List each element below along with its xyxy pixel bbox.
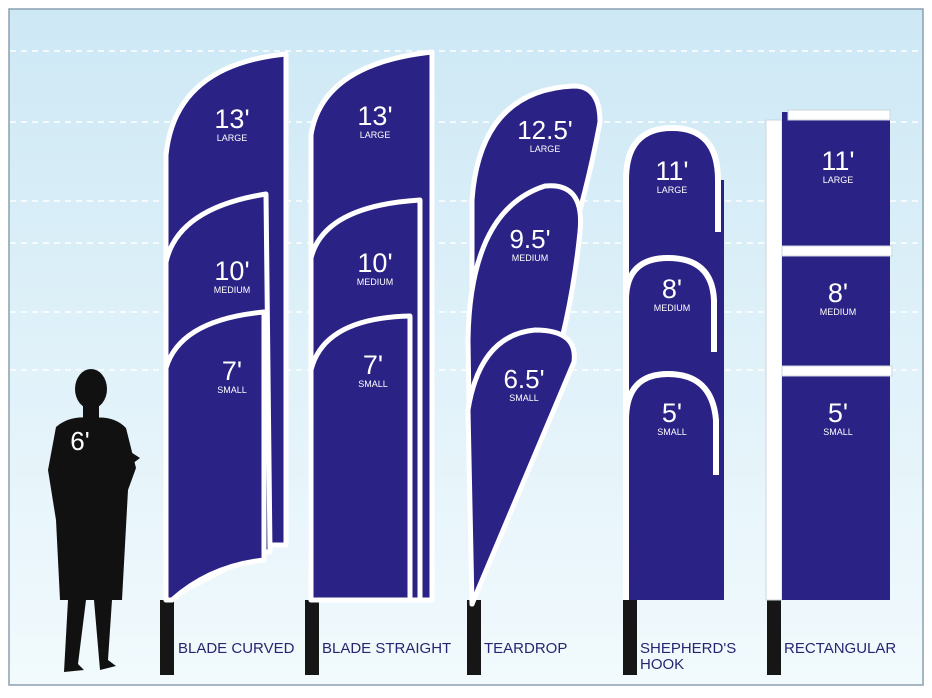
rectangular-pole-sleeve bbox=[765, 119, 783, 601]
person-silhouette bbox=[48, 369, 140, 672]
pole-teardrop bbox=[467, 600, 481, 675]
shepherds-hook-medium bbox=[623, 254, 717, 600]
shepherds-hook-medium-size: 8' bbox=[662, 274, 682, 304]
rectangular-top-bar-large bbox=[787, 109, 891, 121]
teardrop-flags bbox=[465, 83, 603, 607]
teardrop-medium-size: 9.5' bbox=[509, 224, 550, 254]
rectangular-flag-body bbox=[782, 112, 890, 600]
rectangular-flags bbox=[765, 109, 893, 601]
pole-blade-curved bbox=[160, 600, 174, 675]
shepherds-hook-small-word: SMALL bbox=[657, 427, 687, 437]
pole-blade-straight bbox=[305, 600, 319, 675]
pole-rectangular bbox=[767, 600, 781, 675]
shepherds-hook-large-word: LARGE bbox=[657, 185, 688, 195]
shepherds-hook-small bbox=[623, 370, 719, 600]
label-shepherds-hook-line2: HOOK bbox=[640, 656, 685, 673]
person-height-text: 6' bbox=[70, 426, 89, 456]
label-blade-curved: BLADE CURVED bbox=[178, 640, 295, 657]
shepherds-hook-large-size: 11' bbox=[655, 156, 688, 186]
teardrop-large-word: LARGE bbox=[530, 144, 561, 154]
blade-straight-flags bbox=[308, 49, 435, 603]
shepherds-hook-large bbox=[623, 124, 721, 600]
rectangular-medium-size: 8' bbox=[828, 278, 848, 308]
blade-curved-small-size: 7' bbox=[222, 356, 242, 386]
teardrop-small-word: SMALL bbox=[509, 393, 539, 403]
pole-shepherds-hook bbox=[623, 600, 637, 675]
blade-straight-small-word: SMALL bbox=[358, 379, 388, 389]
flag-poles bbox=[160, 600, 781, 675]
label-blade-straight: BLADE STRAIGHT bbox=[322, 640, 452, 657]
rectangular-small-word: SMALL bbox=[823, 427, 853, 437]
size-labels: 6' 13' LARGE 10' MEDIUM 7' SMALL 13' LAR… bbox=[70, 101, 856, 456]
rectangular-medium-word: MEDIUM bbox=[820, 307, 857, 317]
rectangular-top-bar-small bbox=[781, 365, 893, 377]
teardrop-small bbox=[465, 327, 577, 607]
teardrop-small-size: 6.5' bbox=[503, 364, 544, 394]
blade-curved-medium-word: MEDIUM bbox=[214, 285, 251, 295]
label-shepherds-hook-line1: SHEPHERD'S bbox=[640, 640, 737, 657]
label-teardrop: TEARDROP bbox=[484, 640, 568, 657]
blade-curved-small bbox=[163, 309, 267, 603]
rectangular-large-word: LARGE bbox=[823, 175, 854, 185]
blade-straight-medium-word: MEDIUM bbox=[357, 277, 394, 287]
teardrop-large-size: 12.5' bbox=[517, 115, 573, 145]
shepherds-hook-flags bbox=[623, 124, 724, 600]
teardrop-medium-word: MEDIUM bbox=[512, 253, 549, 263]
blade-straight-small bbox=[308, 313, 413, 603]
blade-curved-medium-size: 10' bbox=[214, 256, 249, 286]
rectangular-large-size: 11' bbox=[821, 146, 854, 176]
blade-curved-small-word: SMALL bbox=[217, 385, 247, 395]
shepherds-hook-small-size: 5' bbox=[662, 398, 682, 428]
blade-straight-medium-size: 10' bbox=[357, 248, 392, 278]
blade-curved-large-size: 13' bbox=[214, 104, 249, 134]
blade-straight-small-size: 7' bbox=[363, 350, 383, 380]
blade-straight-large-word: LARGE bbox=[360, 130, 391, 140]
shepherds-hook-medium-word: MEDIUM bbox=[654, 303, 691, 313]
blade-curved-large-word: LARGE bbox=[217, 133, 248, 143]
blade-straight-large-size: 13' bbox=[357, 101, 392, 131]
rectangular-top-bar-medium bbox=[781, 245, 893, 257]
blade-curved-flags bbox=[163, 51, 289, 603]
rectangular-small-size: 5' bbox=[828, 398, 848, 428]
label-rectangular: RECTANGULAR bbox=[784, 640, 897, 657]
